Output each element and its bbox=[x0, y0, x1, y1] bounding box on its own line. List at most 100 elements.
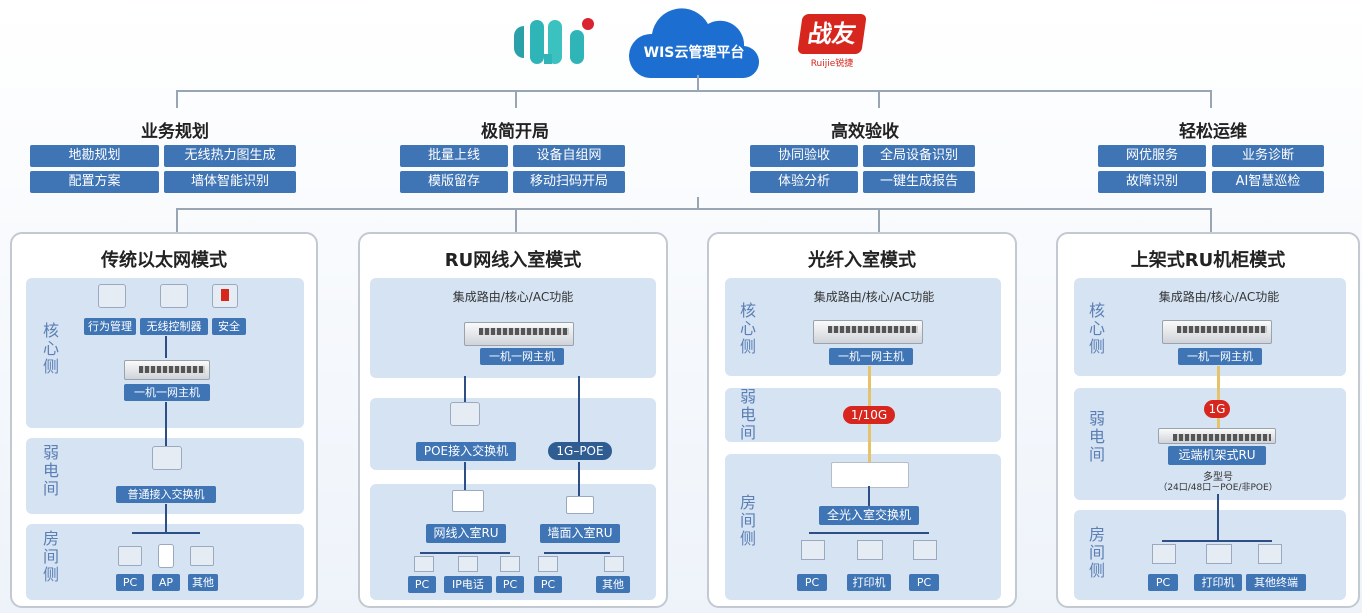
terminal-label: AP bbox=[152, 574, 180, 591]
link-line bbox=[420, 552, 510, 554]
fiber-line bbox=[1217, 366, 1220, 400]
zone-label: 核心侧 bbox=[42, 321, 59, 376]
pc-icon bbox=[801, 540, 825, 560]
ap-icon bbox=[158, 544, 174, 568]
core-function-label: 集成路由/核心/AC功能 bbox=[813, 290, 935, 304]
tree-line bbox=[878, 208, 880, 233]
router-icon bbox=[98, 284, 126, 308]
printer-icon bbox=[1206, 544, 1232, 564]
core-function-label: 集成路由/核心/AC功能 bbox=[452, 290, 574, 304]
zone-label: 弱电间 bbox=[1088, 409, 1105, 464]
core-item-label: 无线控制器 bbox=[140, 318, 208, 335]
link-line bbox=[809, 532, 929, 534]
category-tag[interactable]: 无线热力图生成 bbox=[164, 145, 296, 167]
terminal-label: PC bbox=[1148, 574, 1178, 591]
printer-icon bbox=[857, 540, 883, 560]
ru-cable-label: 网线入室RU bbox=[426, 524, 506, 543]
zone-label: 弱电间 bbox=[42, 443, 59, 498]
core-item-label: 行为管理 bbox=[84, 318, 136, 335]
category-tag[interactable]: AI智慧巡检 bbox=[1212, 171, 1324, 193]
panel-ru-cable: RU网线入室模式 集成路由/核心/AC功能 一机一网主机 POE接入交换机 1G… bbox=[358, 232, 668, 608]
terminal-label: PC bbox=[408, 576, 436, 593]
category-tag[interactable]: 体验分析 bbox=[750, 171, 858, 193]
tree-line bbox=[697, 197, 699, 209]
fiber-line bbox=[868, 366, 871, 406]
zone-label: 核心侧 bbox=[739, 301, 756, 356]
zone-label: 房间侧 bbox=[1088, 525, 1105, 580]
pc-icon bbox=[913, 540, 937, 560]
link-line bbox=[578, 376, 580, 442]
ip-phone-icon bbox=[458, 556, 478, 572]
terminal-label: 其他终端 bbox=[1246, 574, 1306, 591]
tree-line bbox=[176, 90, 178, 108]
panel-rack-ru: 上架式RU机柜模式 核心侧 弱电间 房间侧 集成路由/核心/AC功能 一机一网主… bbox=[1056, 232, 1360, 608]
rack-ru-icon bbox=[1158, 428, 1276, 444]
category-title: 轻松运维 bbox=[1179, 122, 1247, 142]
host-label: 一机一网主机 bbox=[1178, 348, 1262, 365]
category-tag[interactable]: 批量上线 bbox=[400, 145, 508, 167]
link-line bbox=[464, 376, 466, 416]
core-function-label: 集成路由/核心/AC功能 bbox=[1158, 290, 1280, 304]
category-tag[interactable]: 全局设备识别 bbox=[863, 145, 975, 167]
fiber-switch-label: 全光入室交换机 bbox=[819, 506, 919, 525]
host-label: 一机一网主机 bbox=[480, 348, 564, 365]
category-title: 极简开局 bbox=[481, 122, 549, 142]
link-line bbox=[578, 462, 580, 500]
cloud-label: WIS云管理平台 bbox=[643, 45, 745, 61]
category-tag[interactable]: 业务诊断 bbox=[1212, 145, 1324, 167]
zone-label: 弱电间 bbox=[739, 387, 756, 442]
speed-pill: 1G bbox=[1204, 400, 1230, 418]
pc-icon bbox=[500, 556, 520, 572]
wireless-controller-icon bbox=[160, 284, 188, 308]
panel-traditional-ethernet: 传统以太网模式 核心侧 弱电间 房间侧 行为管理 无线控制器 安全 一机一网主机… bbox=[10, 232, 318, 608]
terminal-label: 打印机 bbox=[847, 574, 891, 591]
category-tag[interactable]: 配置方案 bbox=[30, 171, 159, 193]
link-line bbox=[132, 532, 200, 534]
tree-line bbox=[878, 90, 880, 108]
host-switch-icon bbox=[813, 320, 923, 344]
category-title: 高效验收 bbox=[831, 122, 899, 142]
category-tag[interactable]: 网优服务 bbox=[1098, 145, 1206, 167]
core-item-label: 安全 bbox=[212, 318, 246, 335]
host-switch-icon bbox=[1162, 320, 1272, 344]
category-tag[interactable]: 模版留存 bbox=[400, 171, 508, 193]
category-tag[interactable]: 地勘规划 bbox=[30, 145, 159, 167]
tree-line bbox=[515, 208, 517, 233]
zone-label: 核心侧 bbox=[1088, 301, 1105, 356]
pc-icon bbox=[414, 556, 434, 572]
terminal-label: PC bbox=[534, 576, 562, 593]
rack-ru-model-label: 多型号 bbox=[1203, 472, 1233, 483]
rack-ru-port-label: （24口/48口－POE/非POE） bbox=[1158, 483, 1278, 493]
fiber-switch-icon bbox=[831, 462, 909, 488]
category-tag[interactable]: 墙体智能识别 bbox=[164, 171, 296, 193]
pc-icon bbox=[538, 556, 558, 572]
panel-title: 传统以太网模式 bbox=[101, 250, 227, 271]
host-label: 一机一网主机 bbox=[124, 384, 210, 401]
tree-line bbox=[1210, 208, 1212, 233]
security-icon bbox=[212, 284, 238, 308]
zhanyou-logo: 战友 Ruijie锐捷 bbox=[797, 14, 867, 72]
tree-line bbox=[697, 75, 699, 91]
tree-line bbox=[176, 90, 1212, 92]
other-device-icon bbox=[604, 556, 624, 572]
category-tag[interactable]: 故障识别 bbox=[1098, 171, 1206, 193]
pc-icon bbox=[1152, 544, 1176, 564]
category-tag[interactable]: 移动扫码开局 bbox=[513, 171, 625, 193]
link-line bbox=[544, 552, 610, 554]
category-tag[interactable]: 协同验收 bbox=[750, 145, 858, 167]
panel-title: 上架式RU机柜模式 bbox=[1130, 250, 1286, 271]
link-line bbox=[868, 486, 870, 506]
terminal-label: PC bbox=[909, 574, 939, 591]
other-device-icon bbox=[1258, 544, 1282, 564]
rack-ru-label: 远端机架式RU bbox=[1168, 446, 1266, 465]
access-switch-label: 普通接入交换机 bbox=[116, 486, 216, 503]
other-device-icon bbox=[190, 546, 214, 566]
terminal-label: IP电话 bbox=[444, 576, 492, 593]
panel-title: 光纤入室模式 bbox=[808, 250, 916, 271]
fiber-line bbox=[868, 424, 871, 462]
access-switch-icon bbox=[152, 446, 182, 470]
category-tag[interactable]: 设备自组网 bbox=[513, 145, 625, 167]
category-tag[interactable]: 一键生成报告 bbox=[863, 171, 975, 193]
zhanyou-logo-icon: 战友 bbox=[797, 14, 867, 54]
link-line bbox=[165, 504, 167, 534]
